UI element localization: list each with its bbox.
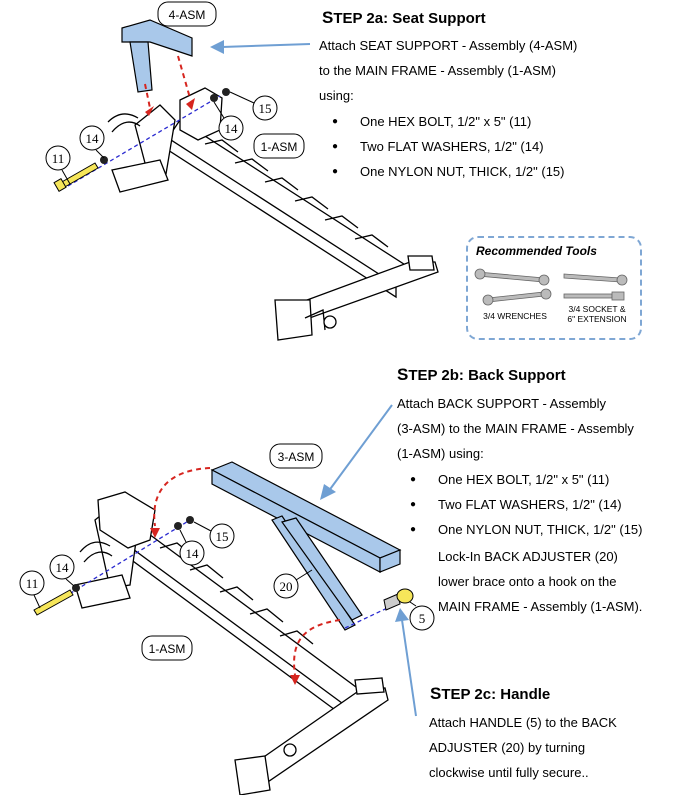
seat-pointer-arrow [210,40,311,54]
step-2a-parts-list: One HEX BOLT, 1/2" x 5" (11) Two FLAT WA… [330,109,565,184]
step-2b-line: (1-ASM) using: [397,446,484,461]
washer-14-right-2 [174,522,182,530]
step-2a-line: to the MAIN FRAME - Assembly (1-ASM) [319,63,556,78]
svg-text:15: 15 [259,101,272,116]
back-adjuster-20 [271,515,356,631]
step-2c-line: ADJUSTER (20) by turning [429,740,586,755]
step-2b-body: Attach BACK SUPPORT - Assembly (3-ASM) t… [397,391,634,466]
step-2a-title: STEP 2a: Seat Support [322,8,486,27]
label-1-asm-top: 1-ASM [253,133,305,159]
callout-15-2: 15 [193,521,235,549]
svg-text:1-ASM: 1-ASM [261,140,298,154]
handle-pointer-arrow [395,608,417,717]
step-2b-extra-line: lower brace onto a hook on the [438,574,617,589]
recommended-tools-box: Recommended Tools 3/4 WRENCHES 3/4 SOCKE… [466,236,642,340]
svg-text:11: 11 [26,576,39,591]
svg-text:14: 14 [225,121,239,136]
main-frame-drawing-2 [74,491,389,795]
nut-15-2 [186,516,194,524]
step-2b-adjuster-note: Lock-In BACK ADJUSTER (20) lower brace o… [438,544,642,619]
socket-icon [563,273,628,301]
svg-text:14: 14 [56,560,70,575]
svg-text:4-ASM: 4-ASM [169,8,206,22]
back-support-part [210,461,402,631]
step-2b-extra-line: MAIN FRAME - Assembly (1-ASM). [438,599,643,614]
step-2a-body: Attach SEAT SUPPORT - Assembly (4-ASM) t… [319,33,577,108]
wrenches-caption: 3/4 WRENCHES [483,311,547,321]
callout-14-right-2: 14 [179,529,205,566]
nut-15 [222,88,230,96]
svg-text:14: 14 [186,546,200,561]
washer-14-left [100,156,108,164]
alignment-arrows [144,55,191,109]
step-2b-extra-line: Lock-In BACK ADJUSTER (20) [438,549,618,564]
recommended-tools-title: Recommended Tools [476,244,597,258]
seat-support-top [121,19,193,57]
handle-5 [383,588,414,611]
svg-text:5: 5 [419,611,426,626]
step-2b-parts-list: One HEX BOLT, 1/2" x 5" (11) Two FLAT WA… [408,467,643,542]
alignment-arrows-2 [153,467,341,676]
step-2c-body: Attach HANDLE (5) to the BACK ADJUSTER (… [429,710,617,785]
callout-14-right: 14 [213,101,244,141]
back-pointer-arrow [320,404,393,500]
washer-14-right [210,94,218,102]
step-2c-line: clockwise until fully secure.. [429,765,589,780]
step-2b-title: STEP 2b: Back Support [397,365,566,384]
step-2c-line: Attach HANDLE (5) to the BACK [429,715,617,730]
list-item: Two FLAT WASHERS, 1/2" (14) [408,492,643,517]
callout-11: 11 [45,145,71,185]
callout-15: 15 [229,91,278,121]
step-2a-line: Attach SEAT SUPPORT - Assembly (4-ASM) [319,38,578,53]
callout-11-2: 11 [19,570,45,609]
step-2c-title: STEP 2c: Handle [430,684,551,703]
svg-text:1-ASM: 1-ASM [149,642,186,656]
step-2a-line: using: [319,88,354,103]
label-3-asm: 3-ASM [269,443,323,469]
wrench-icon [474,268,552,306]
list-item: Two FLAT WASHERS, 1/2" (14) [330,134,565,159]
callout-14-left-2: 14 [49,554,75,587]
svg-text:3-ASM: 3-ASM [278,450,315,464]
callout-20: 20 [273,569,313,599]
list-item: One NYLON NUT, THICK, 1/2" (15) [330,159,565,184]
callout-5: 5 [409,601,435,631]
seat-support-post [129,41,153,93]
hex-bolt-11 [53,162,99,193]
step-2b-line: Attach BACK SUPPORT - Assembly [397,396,607,411]
diagram-seat-support: 11 14 14 15 4-ASM 1-ASM [45,1,439,341]
hex-bolt-11-2 [33,589,74,616]
callout-14-left: 14 [79,125,105,159]
svg-text:11: 11 [52,151,65,166]
label-1-asm-bottom: 1-ASM [141,635,193,661]
step-2b-line: (3-ASM) to the MAIN FRAME - Assembly [397,421,634,436]
seat-support-part [121,19,193,93]
list-item: One HEX BOLT, 1/2" x 5" (11) [408,467,643,492]
socket-caption: 3/4 SOCKET & 6" EXTENSION [567,304,627,324]
svg-text:14: 14 [86,131,100,146]
label-4-asm: 4-ASM [157,1,217,27]
list-item: One NYLON NUT, THICK, 1/2" (15) [408,517,643,542]
diagram-back-support: 11 14 14 15 20 5 3-ASM 1-ASM [19,404,435,795]
svg-text:20: 20 [280,579,293,594]
svg-text:15: 15 [216,529,229,544]
list-item: One HEX BOLT, 1/2" x 5" (11) [330,109,565,134]
